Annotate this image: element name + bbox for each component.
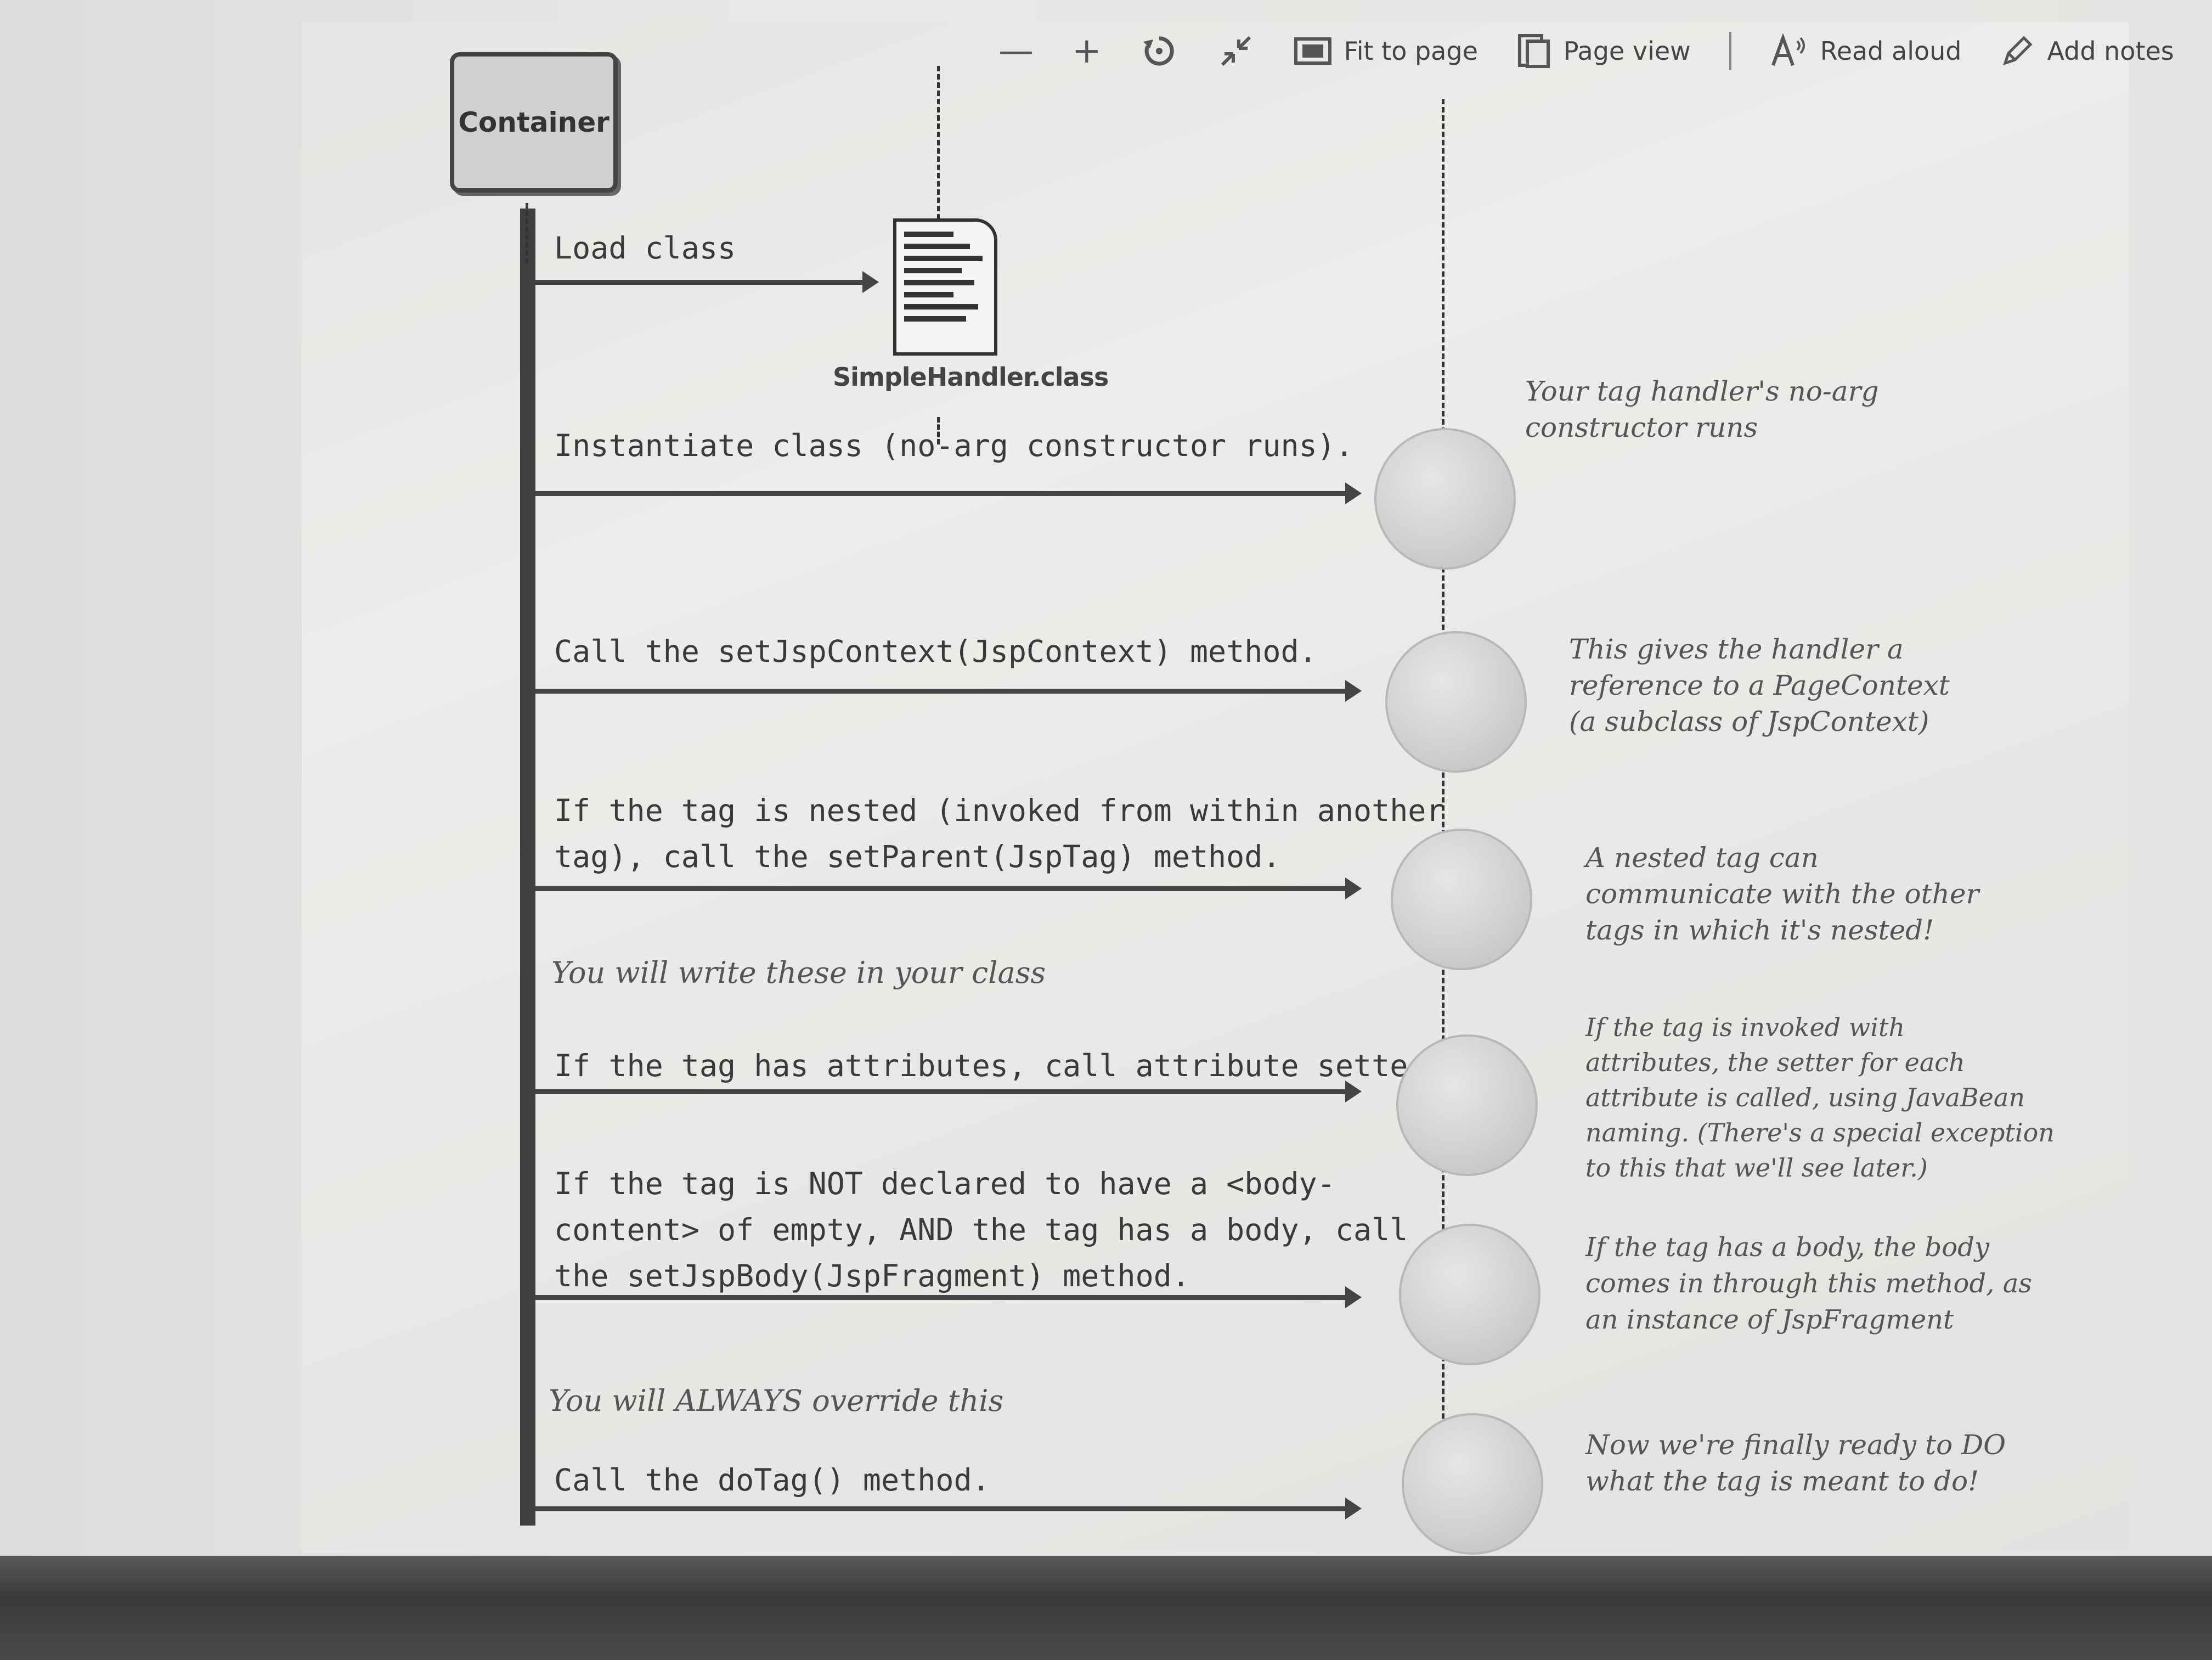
add-notes-icon bbox=[2003, 36, 2033, 65]
annotation-line: attributes, the setter for each bbox=[1585, 1048, 1965, 1077]
handler-activation-circle bbox=[1374, 428, 1516, 570]
container-lifeline-top bbox=[526, 203, 528, 263]
annotation-line: Your tag handler's no-arg bbox=[1525, 375, 1879, 407]
annotation-attributes: If the tag is invoked with attributes, t… bbox=[1585, 1010, 2055, 1185]
step-set-jsp-body: If the tag is NOT declared to have a <bo… bbox=[554, 1161, 1408, 1299]
annotation-line: tags in which it's nested! bbox=[1585, 914, 1934, 946]
class-file-icon bbox=[893, 218, 997, 356]
page-view-icon bbox=[1517, 34, 1550, 68]
step-line: Instantiate class (no-arg constructor ru… bbox=[554, 428, 1353, 463]
annotation-line: an instance of JspFragment bbox=[1585, 1304, 1954, 1335]
read-aloud-icon bbox=[1771, 33, 1805, 66]
step-line: content> of empty, AND the tag has a bod… bbox=[554, 1212, 1408, 1247]
handler-lifeline bbox=[1442, 99, 1444, 1526]
annotation-line: (a subclass of JspContext) bbox=[1569, 706, 1929, 738]
class-lifeline-top bbox=[937, 66, 940, 220]
arrow-load-class bbox=[535, 271, 879, 293]
annotation-line: A nested tag can bbox=[1585, 842, 1819, 874]
annotation-line: constructor runs bbox=[1525, 412, 1758, 443]
annotation-constructor: Your tag handler's no-arg constructor ru… bbox=[1525, 373, 1878, 446]
arrow-instantiate bbox=[535, 482, 1362, 504]
container-lifeline bbox=[520, 209, 535, 1526]
annotation-line: communicate with the other bbox=[1585, 878, 1979, 910]
step-line: If the tag is NOT declared to have a <bo… bbox=[554, 1166, 1335, 1201]
collapse-icon bbox=[1221, 36, 1251, 66]
annotation-line: naming. (There's a special exception bbox=[1585, 1118, 2055, 1147]
arrow-set-parent bbox=[535, 877, 1362, 899]
step-load-class: Load class bbox=[554, 225, 736, 271]
toolbar-divider bbox=[1729, 32, 1731, 70]
read-aloud-label: Read aloud bbox=[1820, 36, 1962, 66]
arrow-attribute-setters bbox=[535, 1081, 1362, 1102]
rotate-icon bbox=[1143, 36, 1174, 66]
step-line: Load class bbox=[554, 230, 736, 266]
arrow-set-jsp-context bbox=[535, 680, 1362, 702]
annotation-do-tag: Now we're finally ready to DO what the t… bbox=[1585, 1427, 2006, 1499]
arrow-set-jsp-body bbox=[535, 1286, 1362, 1308]
handler-activation-circle bbox=[1399, 1224, 1541, 1365]
annotation-line: If the tag has a body, the body bbox=[1585, 1232, 1989, 1263]
step-line: Call the setJspContext(JspContext) metho… bbox=[554, 634, 1317, 669]
annotation-line: comes in through this method, as bbox=[1585, 1268, 2032, 1299]
step-line: If the tag has attributes, call attribut… bbox=[554, 1048, 1463, 1083]
annotation-line: This gives the handler a bbox=[1569, 633, 1904, 665]
handler-activation-circle bbox=[1391, 829, 1532, 970]
screen-bezel bbox=[0, 1556, 2212, 1660]
step-line: If the tag is nested (invoked from withi… bbox=[554, 793, 1444, 828]
step-instantiate: Instantiate class (no-arg constructor ru… bbox=[554, 423, 1353, 469]
class-file-label: SimpleHandler.class bbox=[833, 362, 1109, 392]
handler-activation-circle bbox=[1385, 631, 1527, 773]
fit-page-icon bbox=[1294, 37, 1331, 65]
add-notes-label: Add notes bbox=[2047, 36, 2174, 66]
annotation-nested-tag: A nested tag can communicate with the ot… bbox=[1585, 840, 1979, 948]
full-screen-button[interactable] bbox=[1217, 32, 1255, 70]
step-set-parent: If the tag is nested (invoked from withi… bbox=[554, 787, 1444, 880]
page-view-label: Page view bbox=[1563, 36, 1691, 66]
annotation-line: Now we're finally ready to DO bbox=[1585, 1429, 2006, 1461]
read-aloud-button[interactable]: Read aloud bbox=[1770, 33, 1962, 69]
section-note-write: You will write these in your class bbox=[551, 955, 1046, 990]
annotation-jsp-body: If the tag has a body, the body comes in… bbox=[1585, 1229, 2032, 1338]
annotation-line: attribute is called, using JavaBean bbox=[1585, 1083, 2025, 1112]
step-line: Call the doTag() method. bbox=[554, 1462, 990, 1498]
step-do-tag: Call the doTag() method. bbox=[554, 1457, 990, 1503]
handler-activation-circle bbox=[1396, 1034, 1538, 1176]
handler-activation-circle bbox=[1402, 1413, 1543, 1555]
reader-toolbar: — + Fit to page Page view Rea bbox=[998, 10, 2212, 92]
annotation-line: to this that we'll see later.) bbox=[1585, 1153, 1928, 1183]
step-set-jsp-context: Call the setJspContext(JspContext) metho… bbox=[554, 628, 1317, 674]
add-notes-button[interactable]: Add notes bbox=[2000, 33, 2174, 69]
annotation-line: reference to a PageContext bbox=[1569, 669, 1950, 701]
arrow-do-tag bbox=[535, 1498, 1362, 1520]
section-note-override: You will ALWAYS override this bbox=[549, 1383, 1004, 1418]
annotation-line: If the tag is invoked with bbox=[1585, 1012, 1905, 1042]
rotate-button[interactable] bbox=[1140, 32, 1178, 70]
step-line: the setJspBody(JspFragment) method. bbox=[554, 1258, 1190, 1293]
container-box: Container bbox=[450, 52, 618, 193]
zoom-out-button[interactable]: — bbox=[998, 31, 1034, 71]
class-lifeline-bottom bbox=[937, 417, 940, 444]
step-line: tag), call the setParent(JspTag) method. bbox=[554, 839, 1281, 874]
fit-to-page-button[interactable]: Fit to page bbox=[1294, 36, 1478, 66]
zoom-in-button[interactable]: + bbox=[1072, 31, 1102, 71]
step-attribute-setters: If the tag has attributes, call attribut… bbox=[554, 1043, 1463, 1089]
page-view-button[interactable]: Page view bbox=[1516, 33, 1691, 69]
annotation-line: what the tag is meant to do! bbox=[1585, 1465, 1979, 1497]
annotation-jsp-context: This gives the handler a reference to a … bbox=[1569, 631, 1950, 740]
fit-to-page-label: Fit to page bbox=[1344, 36, 1478, 66]
